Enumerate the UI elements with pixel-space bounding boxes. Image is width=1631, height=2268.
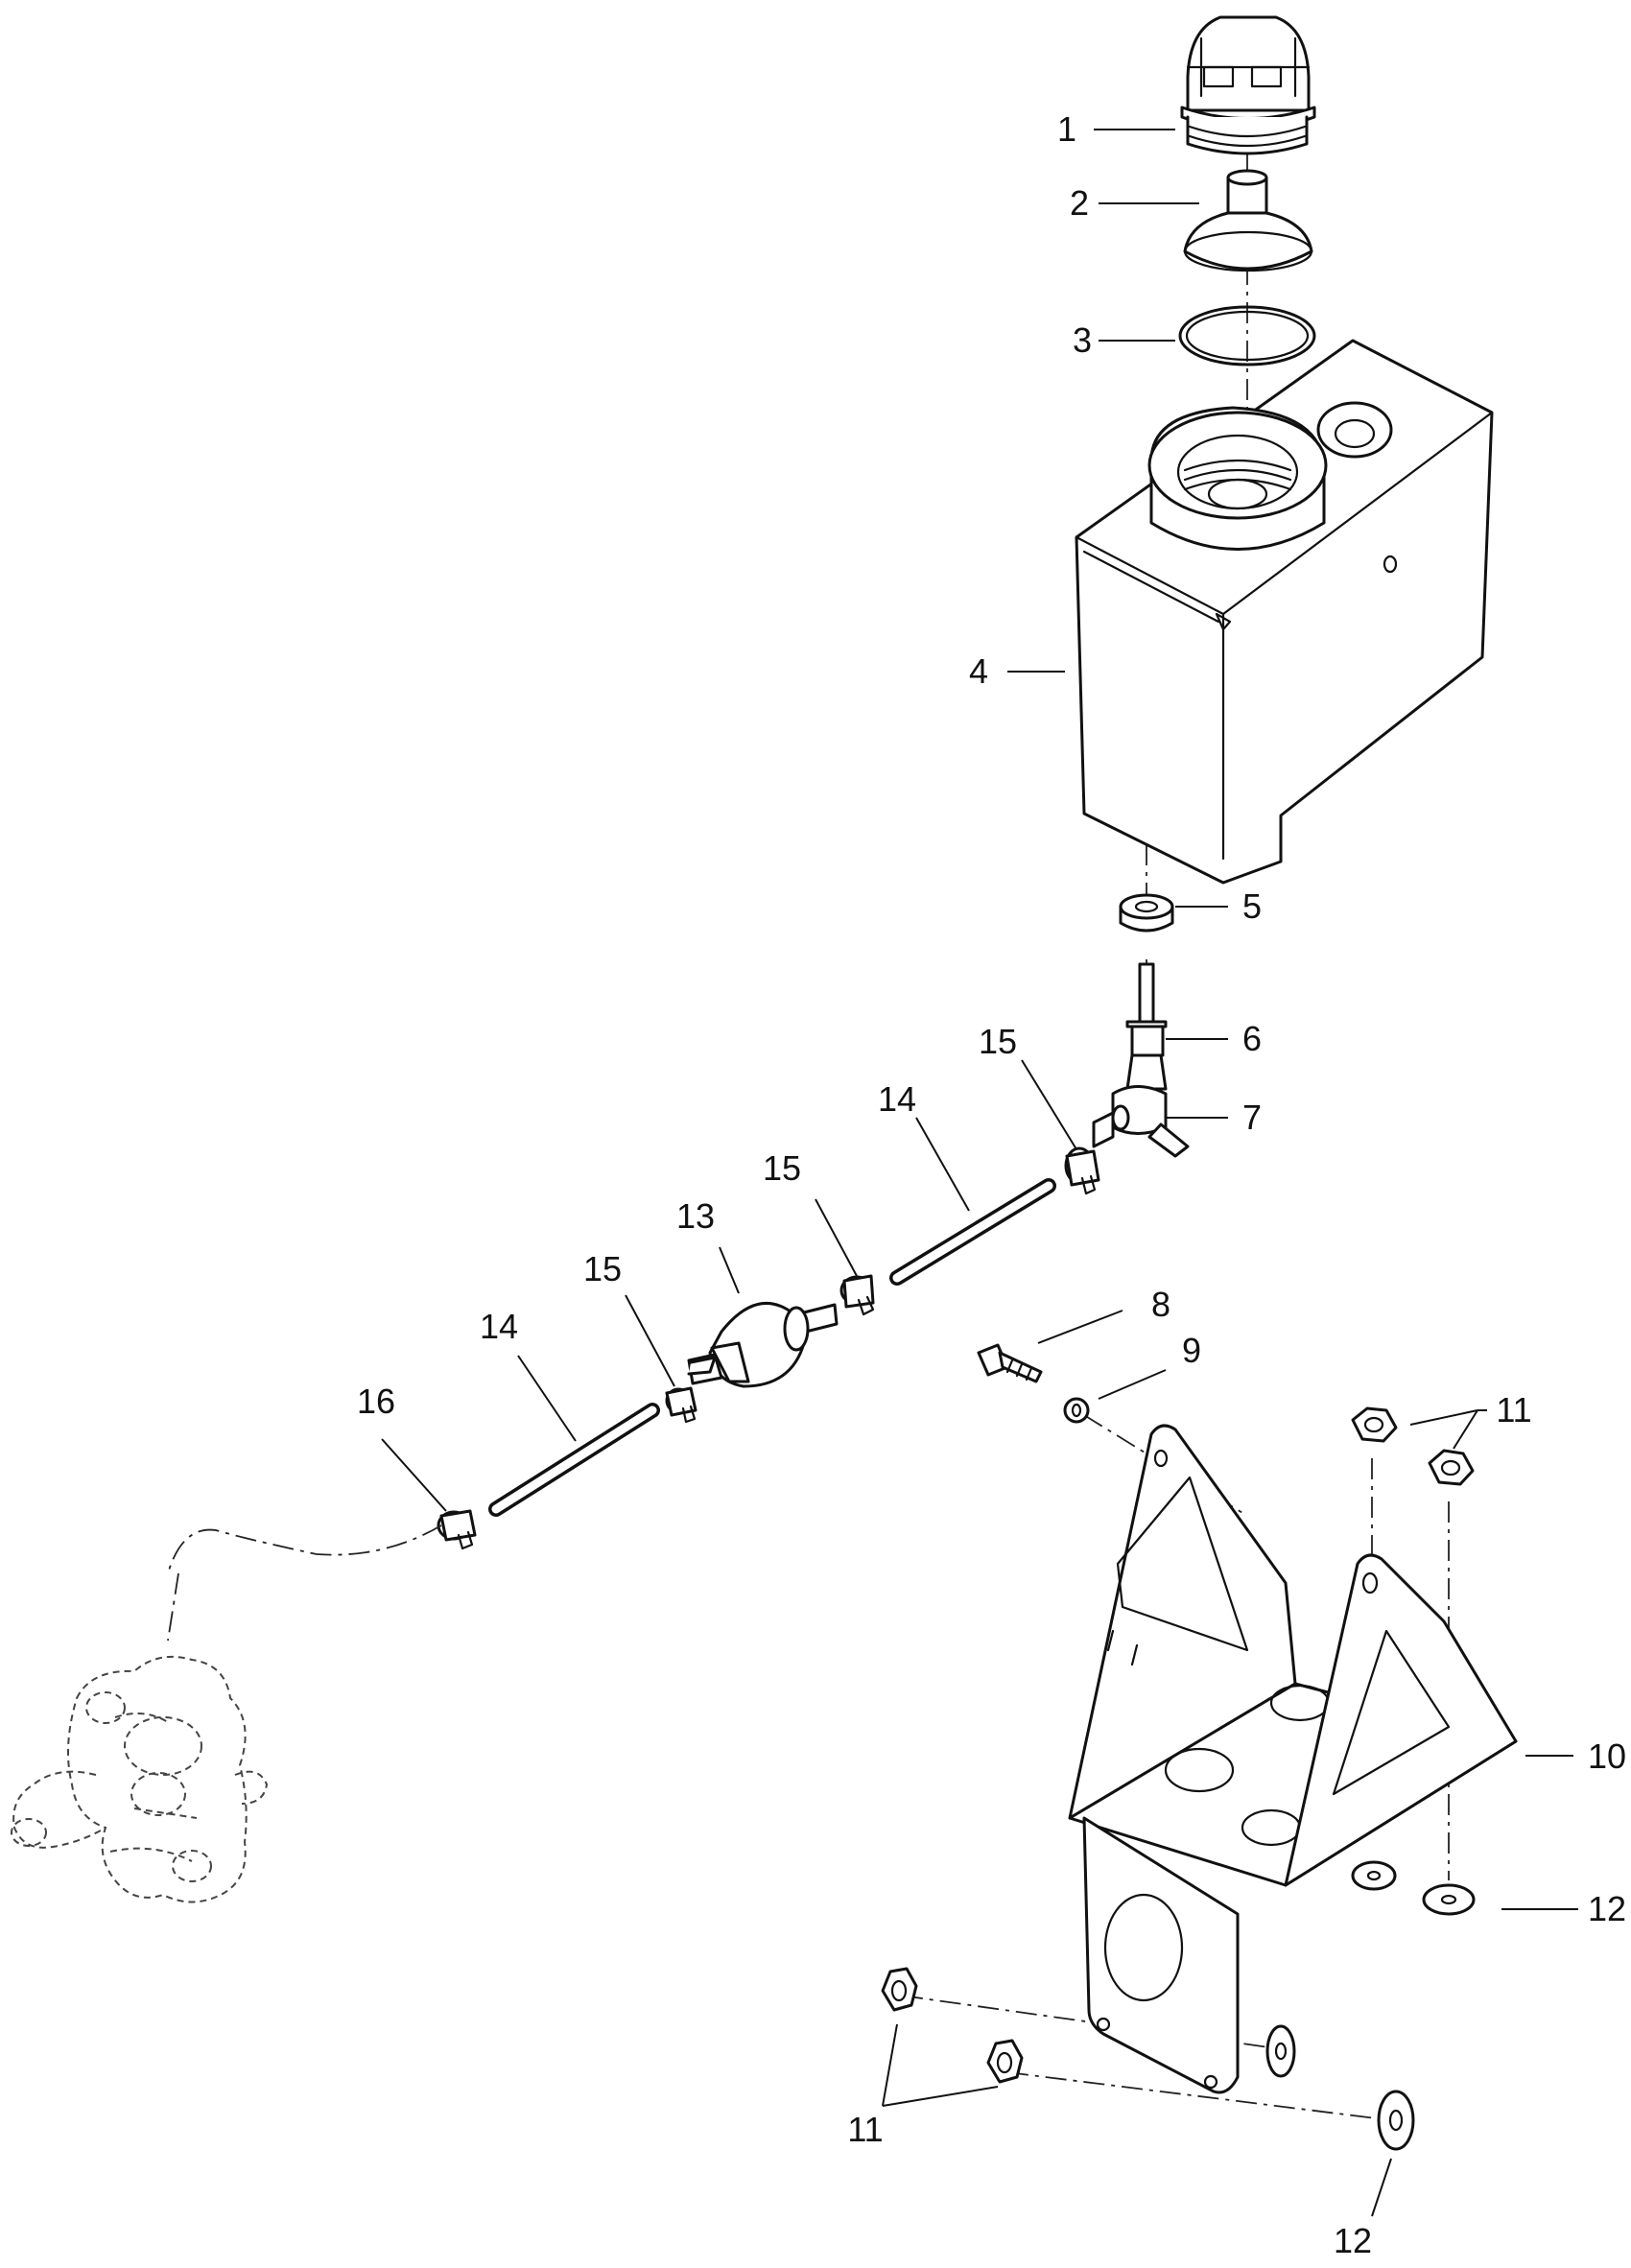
hose-clamp [1064, 1146, 1100, 1195]
callout-labels: 1 2 3 4 5 6 7 8 9 10 11 11 12 12 13 14 1… [357, 109, 1626, 2260]
pickup-filter [1125, 962, 1168, 1057]
callout-11-lower: 11 [847, 2110, 883, 2149]
callout-11-upper: 11 [1496, 1390, 1531, 1429]
tank-bracket [1068, 1424, 1518, 2094]
callout-15-mid: 15 [763, 1148, 801, 1188]
callout-5: 5 [1242, 886, 1262, 926]
hose-clamp [665, 1386, 697, 1424]
callout-12-upper: 12 [1588, 1889, 1626, 1928]
tank-grommet [1119, 893, 1174, 933]
callout-9: 9 [1182, 1331, 1201, 1370]
callout-15-top: 15 [979, 1022, 1017, 1061]
callout-14-lower: 14 [480, 1307, 518, 1346]
flat-washer [1265, 2024, 1296, 2078]
callout-13: 13 [676, 1196, 715, 1236]
leader-lines [381, 129, 1578, 2217]
bolt [977, 1343, 1043, 1383]
flat-washer [1422, 1883, 1476, 1916]
lock-washer [1063, 1397, 1090, 1424]
callout-10: 10 [1588, 1736, 1626, 1776]
fuel-hose [889, 1178, 1056, 1286]
callout-8: 8 [1151, 1285, 1170, 1324]
oil-tank [1075, 339, 1494, 885]
hex-nut [1428, 1449, 1475, 1486]
callout-15-low: 15 [583, 1249, 622, 1288]
inline-filter [687, 1301, 839, 1388]
hex-nut [1351, 1406, 1398, 1443]
tank-cap [1180, 15, 1316, 155]
hex-nut [986, 2039, 1024, 2084]
flat-washer [1351, 1860, 1397, 1891]
elbow-fitting [1092, 1053, 1190, 1158]
callout-1: 1 [1057, 109, 1076, 149]
hex-nut [881, 1967, 918, 2012]
callout-3: 3 [1073, 320, 1092, 360]
callout-16: 16 [357, 1382, 395, 1421]
callout-2: 2 [1070, 183, 1089, 223]
callout-7: 7 [1242, 1098, 1262, 1137]
callout-12-lower: 12 [1334, 2221, 1372, 2260]
end-hose-clamp [437, 1509, 477, 1550]
fuel-hose [488, 1403, 660, 1517]
callout-14-upper: 14 [878, 1079, 916, 1119]
callout-6: 6 [1242, 1019, 1262, 1058]
o-ring [1178, 305, 1316, 366]
callout-4: 4 [969, 651, 988, 691]
flat-washer [1377, 2090, 1415, 2151]
filler-strainer [1183, 169, 1313, 272]
hose-clamp [839, 1274, 875, 1316]
oil-pump-phantom [11, 1524, 442, 1903]
